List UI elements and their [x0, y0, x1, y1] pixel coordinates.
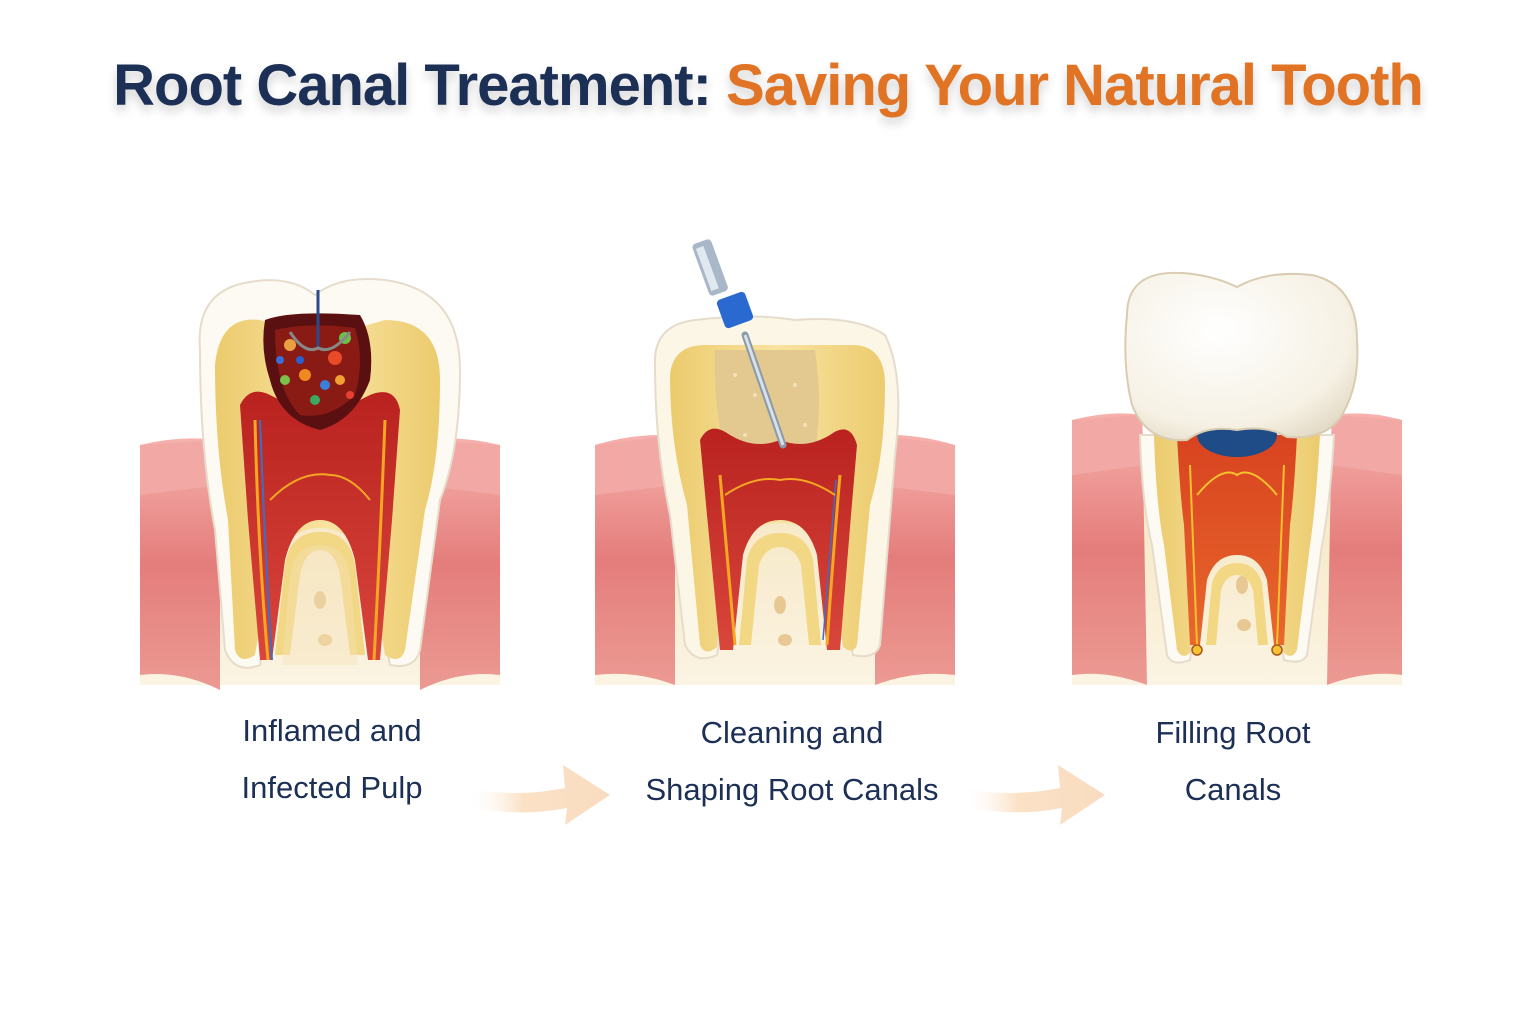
- step-3-caption-line-2: Canals: [1184, 772, 1282, 807]
- crowned-tooth-icon: [1072, 271, 1402, 685]
- step-2-caption: Cleaning and Shaping Root Canals: [622, 704, 962, 818]
- cleaning-tooth-icon: [595, 239, 955, 685]
- infected-tooth-icon: [140, 278, 500, 690]
- endodontic-file-icon: [692, 239, 787, 449]
- arrow-right-icon: [465, 765, 610, 825]
- step-1-illustration: [140, 270, 500, 690]
- step-2-caption-line-1: Cleaning and: [700, 715, 884, 750]
- arrow-right-icon: [960, 765, 1105, 825]
- step-3-caption: Filling Root Canals: [1083, 704, 1383, 818]
- step-1-caption-line-1: Inflamed and: [242, 713, 422, 748]
- step-3-caption-line-1: Filling Root: [1155, 715, 1311, 750]
- step-2-illustration: [595, 235, 955, 690]
- arrow-step-1-to-2: [465, 760, 615, 835]
- step-3-illustration: [1072, 265, 1402, 690]
- step-1-caption-line-2: Infected Pulp: [241, 770, 423, 805]
- title-part-1: Root Canal Treatment:: [113, 53, 712, 118]
- step-2-caption-line-2: Shaping Root Canals: [645, 772, 939, 807]
- step-1-caption: Inflamed and Infected Pulp: [182, 702, 482, 816]
- page-title: Root Canal Treatment: Saving Your Natura…: [0, 52, 1536, 119]
- arrow-step-2-to-3: [960, 760, 1110, 835]
- title-part-2: Saving Your Natural Tooth: [726, 53, 1424, 118]
